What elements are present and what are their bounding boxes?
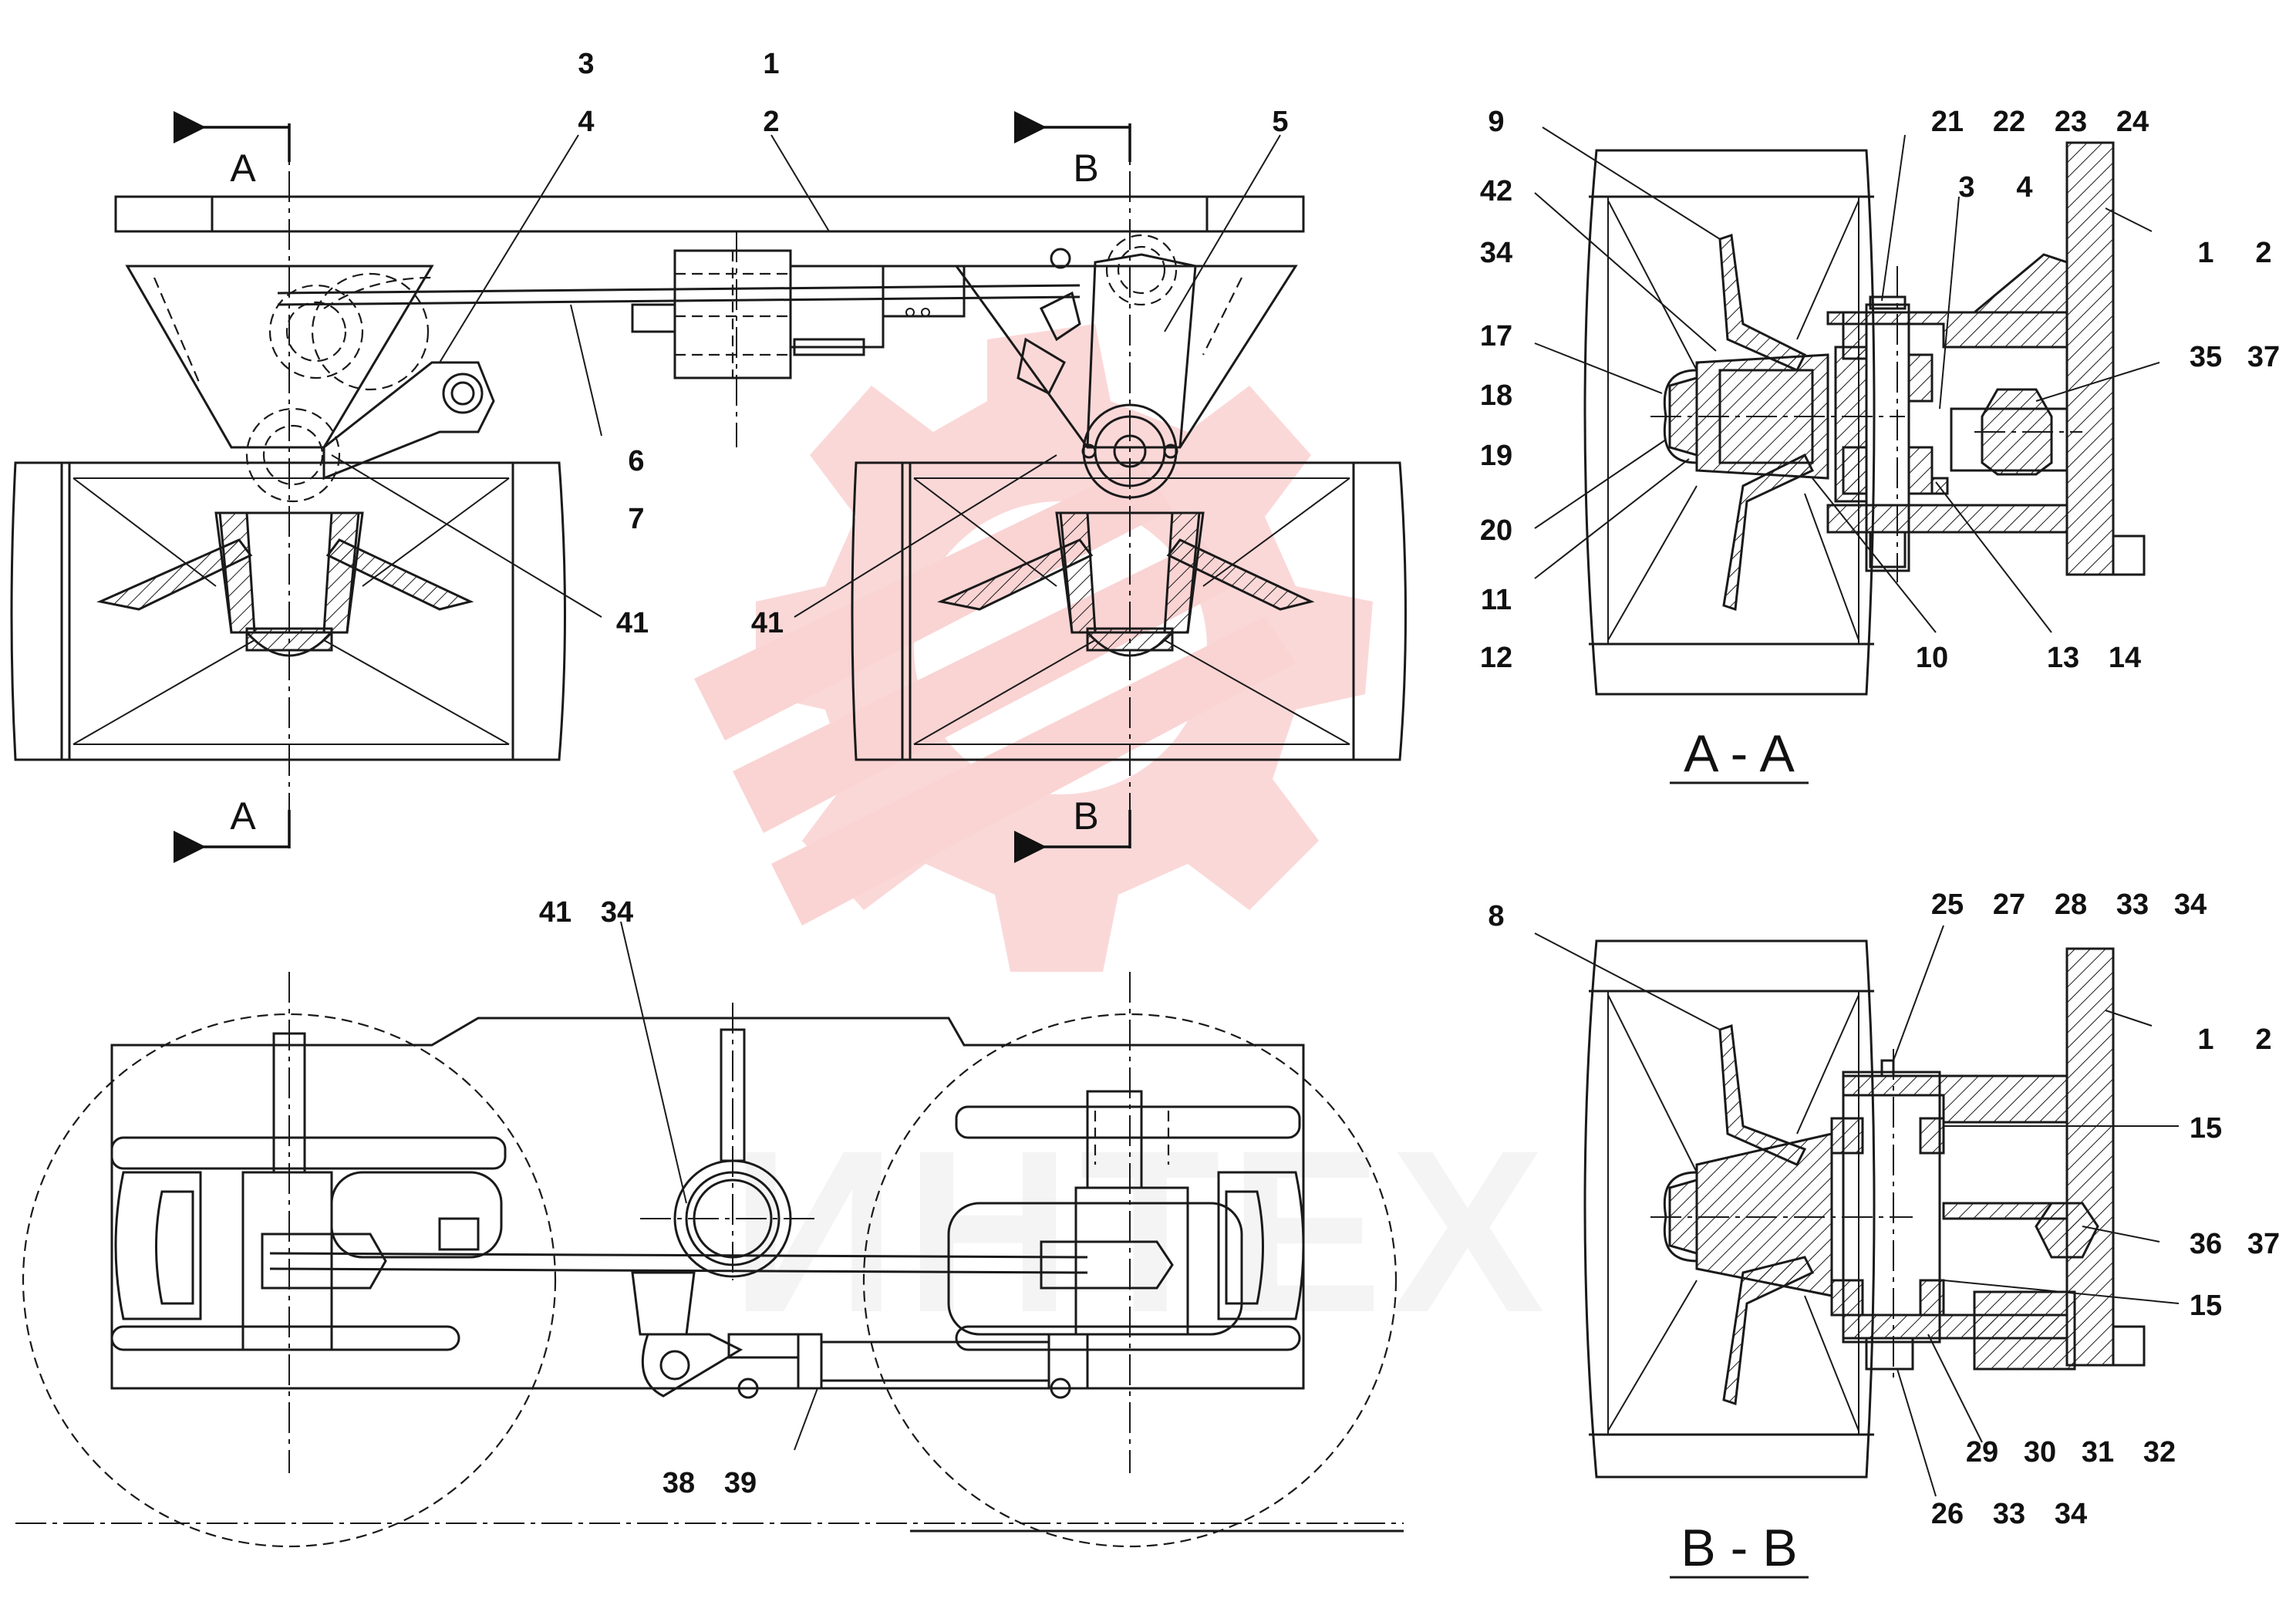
- section-aa: [1534, 126, 2160, 784]
- callout-34-bb-top: 34: [2174, 889, 2207, 921]
- callout-10: 10: [1916, 642, 1948, 674]
- callout-30: 30: [2024, 1436, 2056, 1469]
- plan-labels: 41 34 38 39: [539, 896, 757, 1499]
- callout-14: 14: [2109, 642, 2141, 674]
- aa-labels: 9 21 22 23 24 42 3 4 34 1 2 17 35 37 18 …: [1480, 106, 2280, 783]
- callout-3: 3: [578, 48, 594, 80]
- callout-41-right: 41: [751, 607, 784, 639]
- section-mark-b-bottom: B: [1073, 794, 1098, 838]
- callout-20: 20: [1480, 514, 1512, 547]
- front-labels: 3 1 4 2 5 6 7 41 41 A A B B: [230, 48, 1288, 838]
- callout-35: 35: [2190, 341, 2222, 373]
- callout-29: 29: [1966, 1436, 1998, 1469]
- watermark-logo: ИНТЕХ: [694, 324, 1545, 1361]
- callout-17: 17: [1480, 320, 1512, 352]
- section-title-bb: B - B: [1681, 1519, 1797, 1577]
- callout-31: 31: [2082, 1436, 2114, 1469]
- callout-34-bb-bottom: 34: [2055, 1498, 2087, 1530]
- section-mark-a-bottom: A: [230, 794, 256, 838]
- callout-32: 32: [2143, 1436, 2176, 1469]
- callout-36: 36: [2190, 1228, 2222, 1260]
- callout-13: 13: [2047, 642, 2079, 674]
- callout-22: 22: [1993, 106, 2025, 138]
- callout-34-aa: 34: [1480, 237, 1512, 269]
- callout-1-bb: 1: [2197, 1023, 2213, 1056]
- callout-12: 12: [1480, 642, 1512, 674]
- callout-2: 2: [763, 106, 779, 138]
- callout-6: 6: [628, 445, 644, 477]
- callout-26: 26: [1931, 1498, 1964, 1530]
- callout-23: 23: [2055, 106, 2087, 138]
- callout-2-aa: 2: [2255, 237, 2271, 269]
- callout-19: 19: [1480, 440, 1512, 472]
- callout-11: 11: [1481, 584, 1512, 616]
- callout-5: 5: [1272, 106, 1288, 138]
- callout-37-aa: 37: [2247, 341, 2280, 373]
- section-mark-a-top: A: [230, 147, 256, 190]
- callout-1: 1: [763, 48, 779, 80]
- callout-34-plan: 34: [601, 896, 633, 929]
- callout-28: 28: [2055, 889, 2087, 921]
- callout-2-bb: 2: [2255, 1023, 2271, 1056]
- callout-9: 9: [1488, 106, 1504, 138]
- callout-37-bb: 37: [2247, 1228, 2280, 1260]
- callout-42: 42: [1480, 175, 1512, 207]
- plan-view: [15, 921, 1404, 1548]
- callout-24: 24: [2116, 106, 2149, 138]
- callout-41-plan: 41: [539, 896, 571, 929]
- callout-7: 7: [628, 503, 644, 535]
- callout-27: 27: [1993, 889, 2025, 921]
- callout-15-upper: 15: [2190, 1112, 2222, 1145]
- callout-8: 8: [1488, 900, 1504, 932]
- callout-4-aa: 4: [2016, 171, 2032, 204]
- section-title-aa: A - A: [1684, 724, 1795, 783]
- callout-15-lower: 15: [2190, 1290, 2222, 1322]
- callout-33-bb-top: 33: [2116, 889, 2149, 921]
- bb-labels: 8 25 27 28 33 34 1 2 15 36 37 15 29 30 3…: [1488, 889, 2280, 1577]
- callout-21: 21: [1931, 106, 1964, 138]
- section-bb: [1534, 925, 2180, 1579]
- callout-1-aa: 1: [2197, 237, 2213, 269]
- front-view: [10, 111, 1407, 863]
- section-mark-b-top: B: [1073, 147, 1098, 190]
- callout-3-aa: 3: [1958, 171, 1974, 204]
- callout-25: 25: [1931, 889, 1964, 921]
- callout-4: 4: [578, 106, 594, 138]
- callout-39: 39: [724, 1467, 757, 1499]
- callout-33-bb-bottom: 33: [1993, 1498, 2025, 1530]
- callout-38: 38: [663, 1467, 695, 1499]
- callout-41-left: 41: [616, 607, 649, 639]
- callout-18: 18: [1480, 379, 1512, 412]
